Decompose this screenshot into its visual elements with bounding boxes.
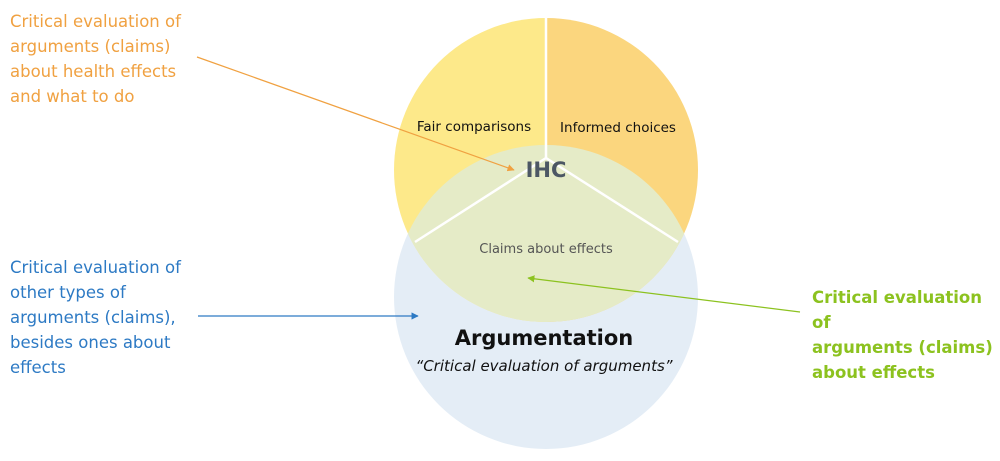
claims-about-effects-label: Claims about effects: [479, 242, 613, 257]
orange-arrow: [196, 56, 515, 172]
overlap-region: [394, 145, 698, 322]
divider-left: [414, 156, 547, 244]
green-arrow: [527, 275, 801, 313]
health-effects-annotation: Critical evaluation of arguments (claims…: [10, 12, 181, 106]
ihc-label: IHC: [526, 158, 567, 182]
fair-comparisons-label: Fair comparisons: [417, 119, 531, 135]
argumentation-subtitle: “Critical evaluation of arguments”: [415, 357, 672, 375]
informed-choices-label: Informed choices: [560, 120, 676, 136]
divider-right: [545, 156, 679, 244]
effects-claims-annotation: Critical evaluation of arguments (claims…: [812, 288, 993, 382]
argumentation-title: Argumentation: [455, 326, 634, 350]
other-arguments-annotation: Critical evaluation of other types of ar…: [10, 258, 181, 377]
